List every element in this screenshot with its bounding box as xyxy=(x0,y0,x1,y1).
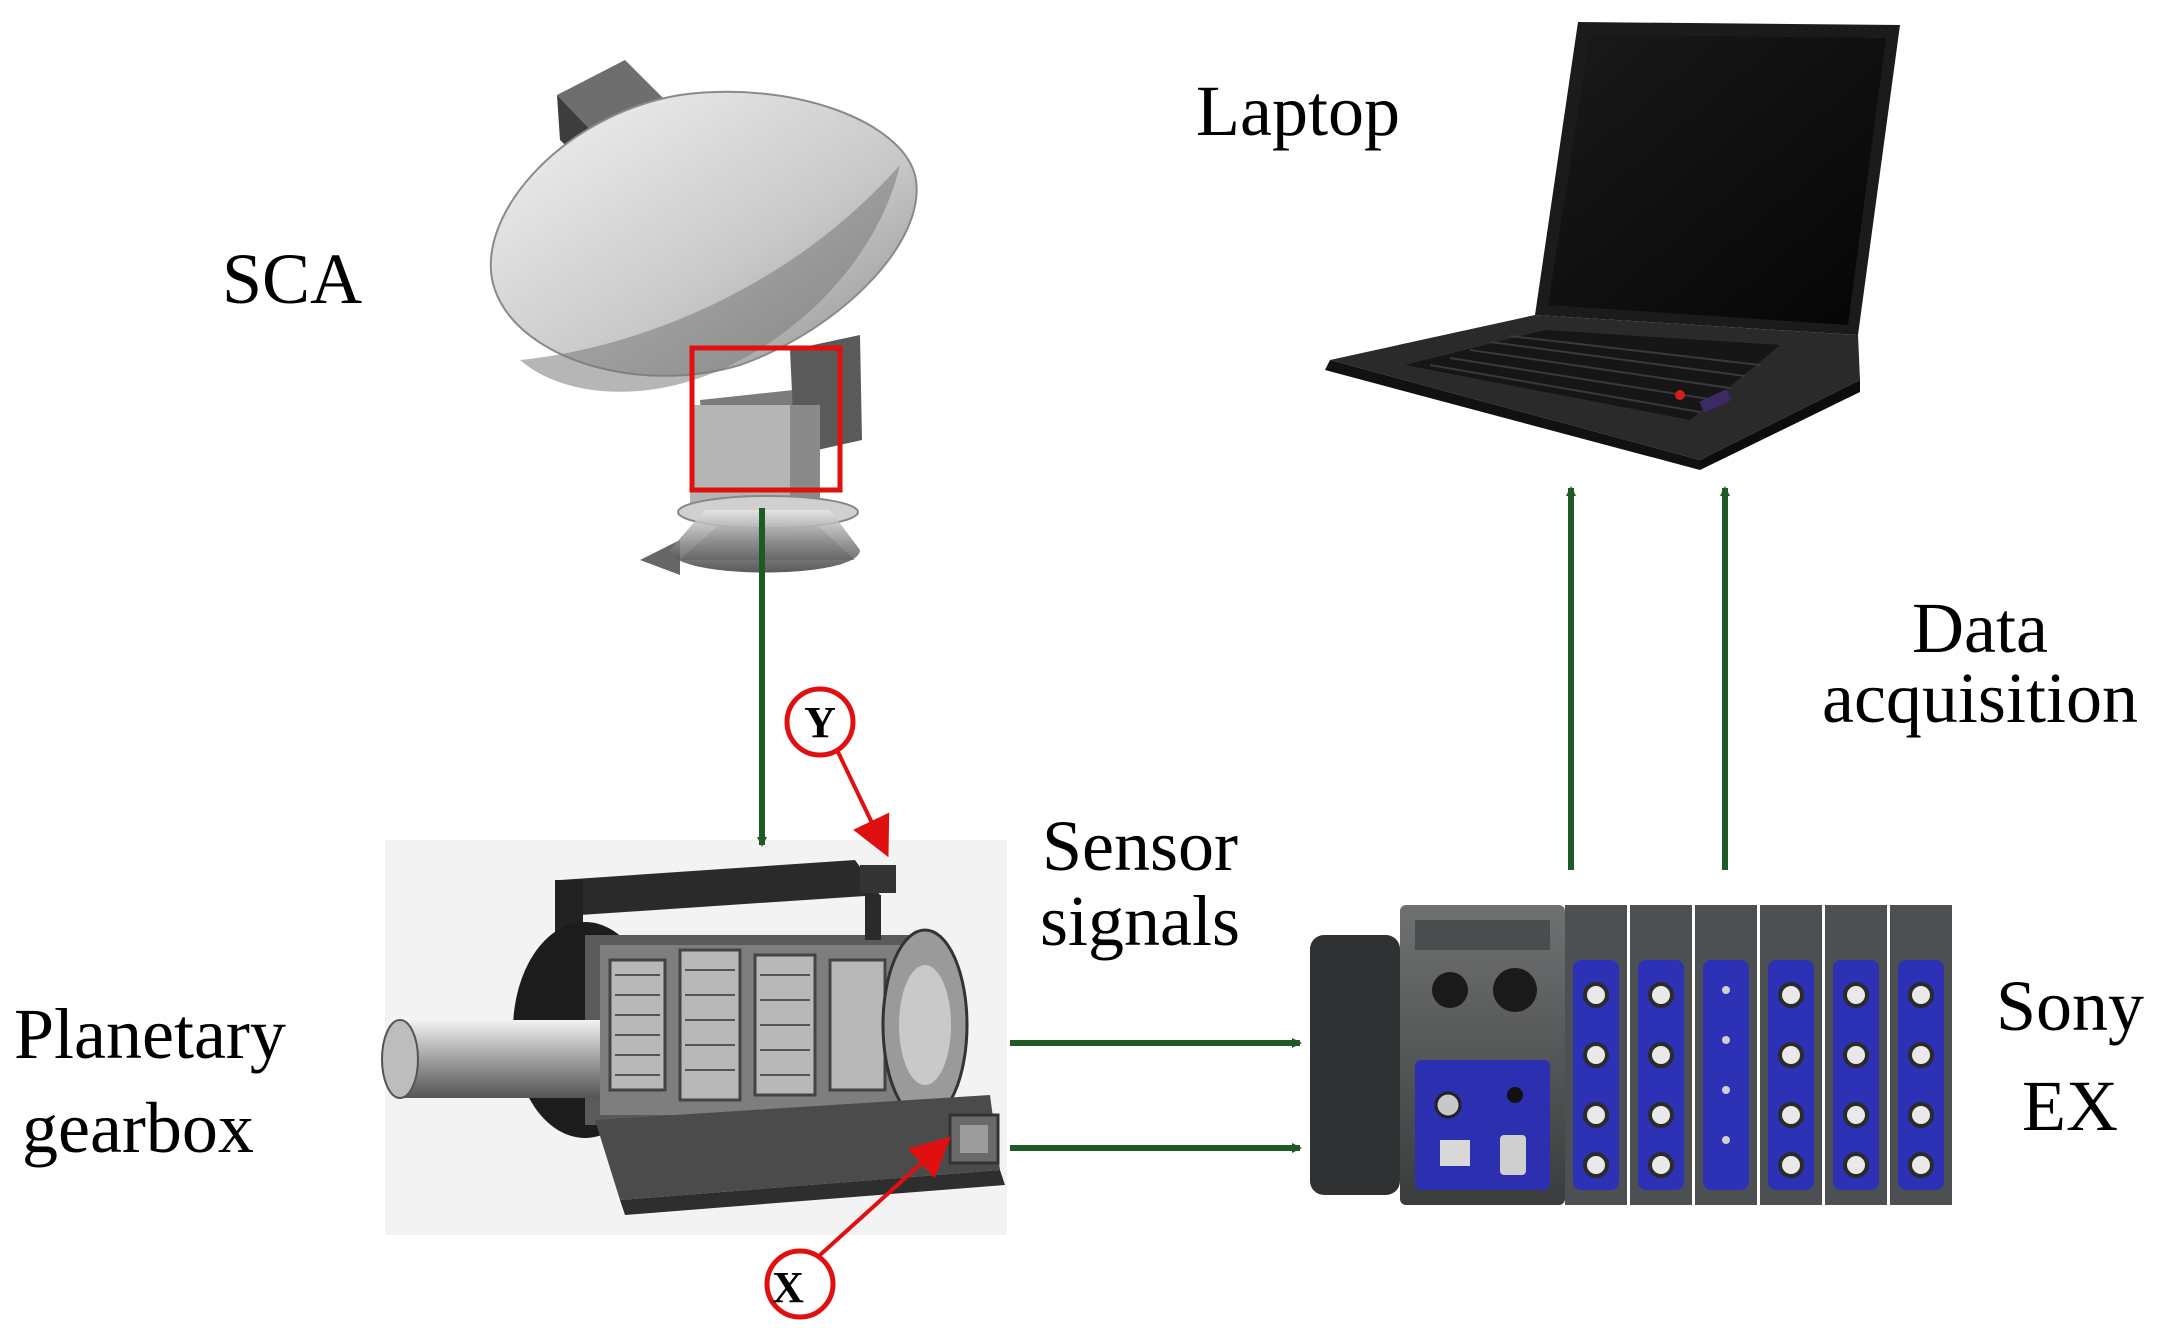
planetary-gearbox-label-line2: gearbox xyxy=(22,1088,254,1168)
sensor-signals-label-line2: signals xyxy=(1040,881,1240,961)
highlight-box xyxy=(689,345,843,493)
sca-label: SCA xyxy=(222,239,362,319)
sensor-marker-y: Y xyxy=(784,686,890,858)
sensor-marker-x: X xyxy=(764,1136,951,1320)
data-acquisition-label-line2: acquisition xyxy=(1822,658,2138,738)
satellite-dish-icon xyxy=(489,60,918,575)
sensor-x-label: X xyxy=(772,1263,804,1312)
daq-unit-icon xyxy=(1310,905,1952,1205)
planetary-gearbox-label-line1: Planetary xyxy=(14,994,286,1074)
sensor-y-label: Y xyxy=(804,698,836,747)
sensor-signals-label-line1: Sensor xyxy=(1042,806,1238,886)
laptop-icon xyxy=(1300,20,1915,480)
sony-ex-label-line1: Sony xyxy=(1996,966,2144,1046)
gearbox-icon xyxy=(381,840,1007,1235)
sony-ex-label-line2: EX xyxy=(2022,1066,2118,1146)
data-acquisition-label-line1: Data xyxy=(1912,588,2048,668)
laptop-label: Laptop xyxy=(1196,71,1400,151)
